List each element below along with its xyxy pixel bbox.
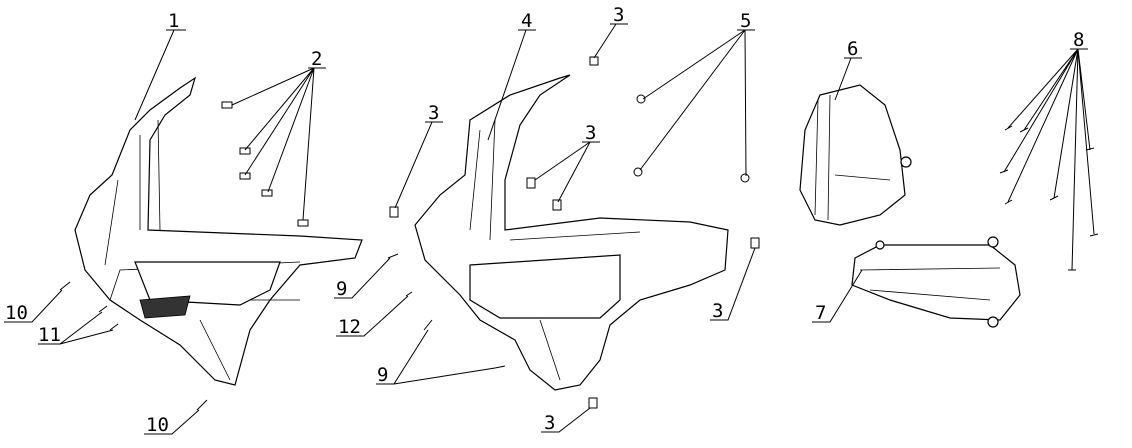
callout-10: 10 <box>146 414 169 436</box>
callout-12: 12 <box>338 316 361 338</box>
callout-7: 7 <box>815 302 826 324</box>
callout-9: 9 <box>377 364 388 386</box>
callout-3: 3 <box>544 412 555 434</box>
callout-3: 3 <box>585 122 596 144</box>
part-6-headlight <box>799 84 912 226</box>
part-7-tail-light <box>851 236 1021 328</box>
callout-11: 11 <box>38 324 61 346</box>
callout-labels: 1 2 3 4 3 3 5 6 8 10 11 9 12 9 10 3 7 3 <box>5 4 1084 436</box>
callout-4: 4 <box>521 10 532 32</box>
leader-lines <box>4 23 1095 435</box>
callout-5: 5 <box>740 10 751 32</box>
callout-3: 3 <box>712 300 723 322</box>
part-4-inner-bracket <box>414 74 729 391</box>
callout-10: 10 <box>5 302 28 324</box>
part-1-front-cover <box>74 76 363 386</box>
callout-6: 6 <box>847 38 858 60</box>
callout-8: 8 <box>1073 29 1084 51</box>
callout-3: 3 <box>428 102 439 124</box>
callout-9: 9 <box>336 278 347 300</box>
callout-1: 1 <box>168 10 179 32</box>
callout-2: 2 <box>311 48 322 70</box>
callout-3: 3 <box>613 4 624 26</box>
